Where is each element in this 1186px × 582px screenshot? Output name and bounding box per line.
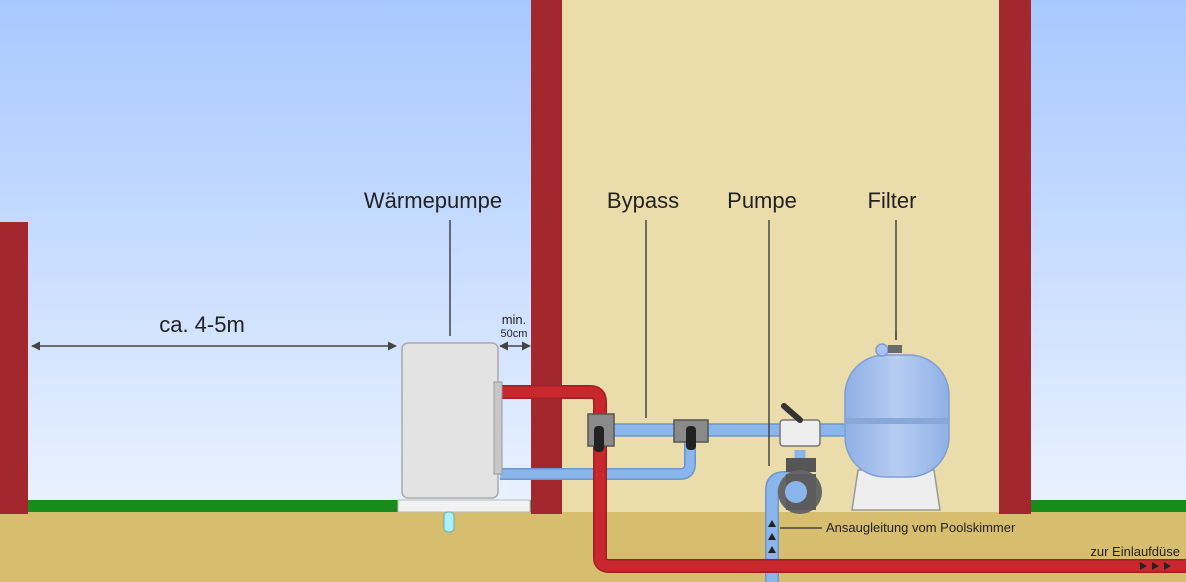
left-boundary-wall (0, 222, 28, 514)
return-flow-arrows (1140, 562, 1171, 570)
pump (778, 403, 822, 514)
grass-right (1030, 500, 1186, 514)
house-outer-wall (531, 0, 562, 514)
filter-label: Filter (868, 188, 917, 213)
bypass-valve-left (587, 413, 615, 452)
distance-label: ca. 4-5m (159, 312, 245, 337)
suction-line-label: Ansaugleitung vom Poolskimmer (826, 520, 1016, 535)
bypass-valve-middle (673, 419, 709, 450)
min-clearance-label-bottom: 50cm (501, 328, 528, 340)
sand-filter (844, 330, 950, 511)
bypass-label: Bypass (607, 188, 679, 213)
heat-pump-label: Wärmepumpe (364, 188, 502, 213)
heat-pump-unit (397, 342, 531, 533)
house-right-wall (999, 0, 1031, 514)
return-line-label: zur Einlaufdüse (1090, 544, 1180, 559)
min-clearance-label-top: min. (502, 312, 527, 327)
pump-label: Pumpe (727, 188, 797, 213)
suction-flow-arrows (768, 520, 776, 553)
